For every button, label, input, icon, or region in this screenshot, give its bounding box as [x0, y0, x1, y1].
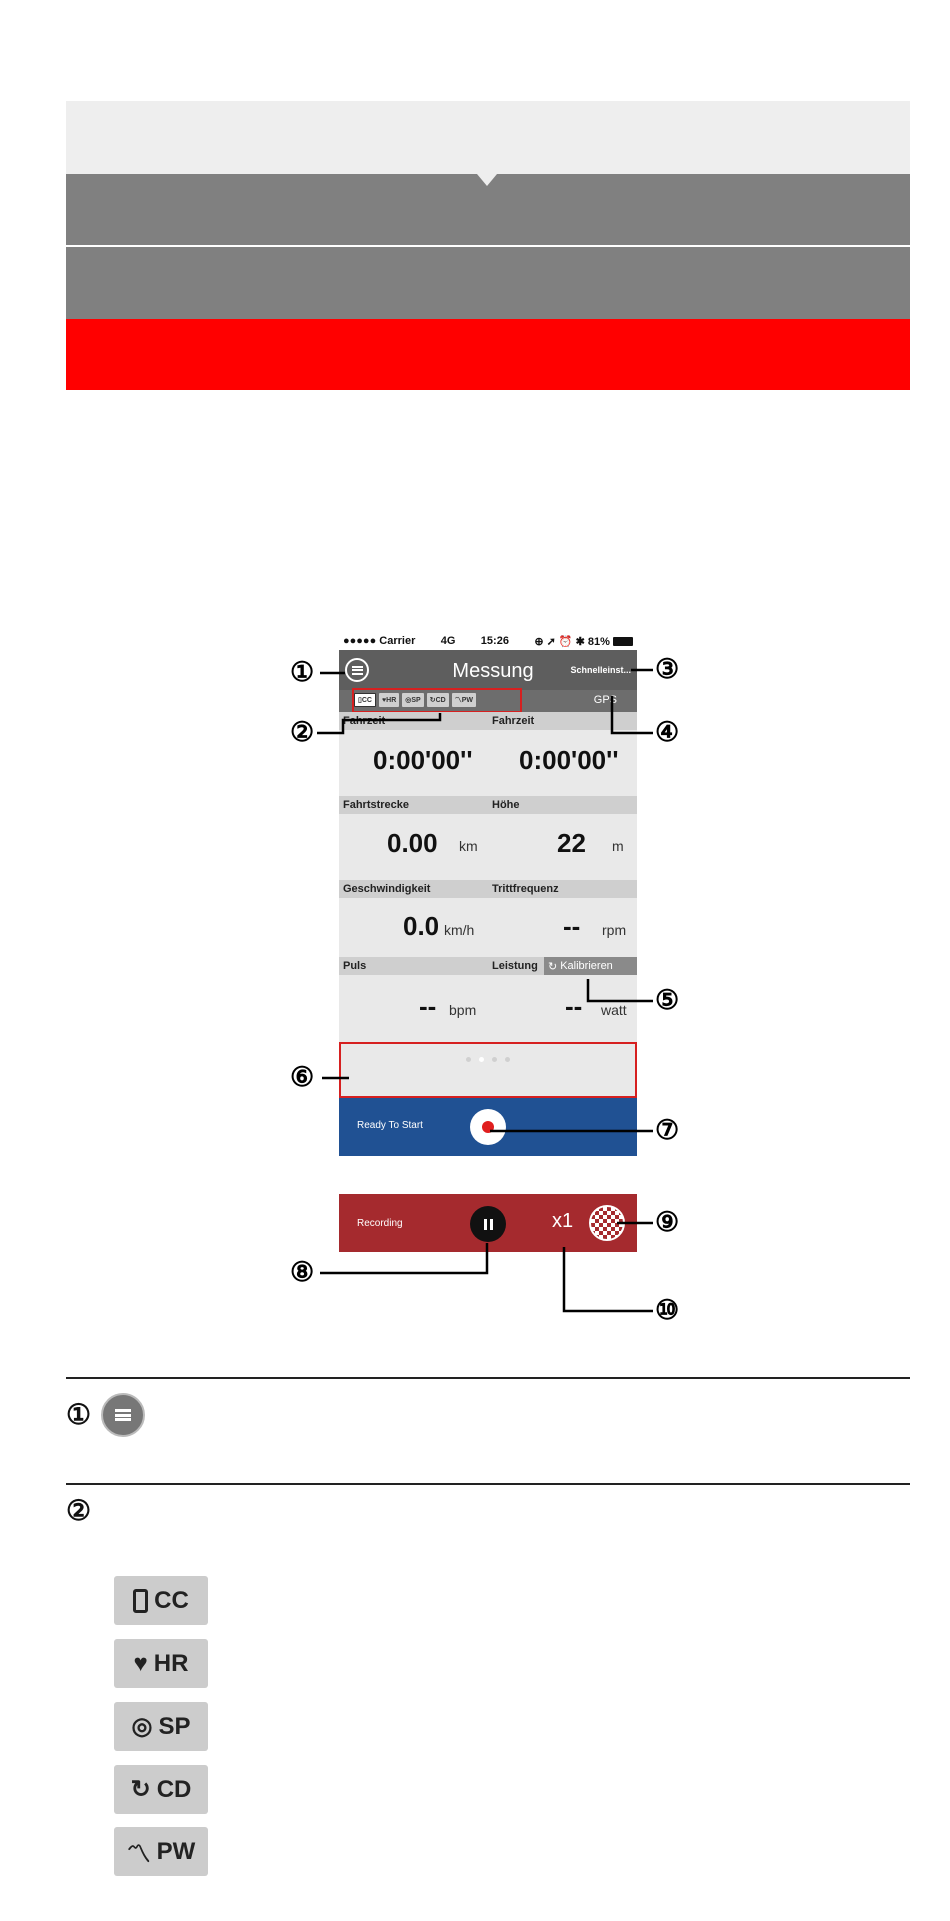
legend-badge-pw: 〽PW: [114, 1827, 208, 1876]
page-dot-active: [479, 1057, 484, 1062]
sensor-chip-cd: ↻ CD: [426, 693, 449, 707]
cell-label-ride-time-2: Fahrzeit: [488, 712, 637, 730]
carrier-label: ●●●●● Carrier: [343, 635, 416, 647]
legend-1-number: ①: [66, 1399, 92, 1430]
header-band-gray-2: [66, 247, 910, 319]
ready-label: Ready To Start: [357, 1120, 423, 1131]
legend-badge-hr: ♥HR: [114, 1639, 208, 1688]
menu-icon: [351, 665, 363, 675]
calibrate-button[interactable]: ↻Kalibrieren: [544, 957, 637, 975]
callout-1: ①: [290, 657, 315, 687]
callout-4: ④: [655, 717, 680, 747]
quick-settings-button[interactable]: Schnelleinst...: [570, 665, 631, 675]
pager-highlight-frame: [339, 1042, 637, 1098]
screen-title: Messung: [452, 660, 534, 682]
legend-2-number: ②: [66, 1495, 92, 1526]
callout-9: ⑨: [655, 1207, 680, 1237]
header-band-light: [66, 101, 910, 174]
altitude-unit: m: [612, 838, 624, 854]
lap-count: x1: [552, 1210, 574, 1232]
sensor-chip-pw: 〽 PW: [451, 693, 476, 707]
sensor-chip-sp: ◎ SP: [402, 693, 424, 707]
distance-unit: km: [459, 838, 478, 854]
callout-7: ⑦: [655, 1115, 680, 1145]
page-dot: [466, 1057, 471, 1062]
heart-rate-unit: bpm: [449, 1002, 477, 1018]
cell-label-distance: Fahrtstrecke: [339, 796, 488, 814]
callout-2: ②: [290, 717, 315, 747]
legend-badge-cc: CC: [114, 1576, 208, 1625]
cell-label-cadence: Trittfrequenz: [488, 880, 637, 898]
sensor-chip-cc: ▯ CC: [354, 693, 376, 707]
clock-label: 15:26: [480, 635, 509, 647]
cell-row-1: [339, 730, 637, 796]
battery-icon: [612, 637, 633, 647]
finish-flag-button[interactable]: [589, 1205, 625, 1241]
altitude-value: 22: [557, 828, 586, 858]
legend-badge-sp: ◎SP: [114, 1702, 208, 1751]
page-dot: [492, 1057, 497, 1062]
power-unit: watt: [601, 1002, 627, 1018]
power-value: --: [565, 991, 583, 1021]
cell-label-altitude: Höhe: [488, 796, 637, 814]
callout-6: ⑥: [290, 1062, 315, 1092]
recording-label: Recording: [357, 1218, 403, 1229]
callout-10: ⑩: [655, 1295, 680, 1325]
callout-8: ⑧: [290, 1257, 315, 1287]
cell-label-heart-rate: Puls: [339, 957, 488, 975]
speed-value: 0.0: [403, 911, 440, 941]
sensor-status-bar: ▯ CC ♥ HR ◎ SP ↻ CD 〽 PW GPS: [339, 690, 637, 712]
cadence-unit: rpm: [602, 922, 627, 938]
speed-unit: km/h: [444, 922, 475, 938]
ride-time-value-2: 0:00'00'': [519, 745, 619, 775]
recording-bar: Recording x1: [339, 1194, 637, 1252]
pause-button[interactable]: [470, 1206, 506, 1242]
ready-bar: Ready To Start: [339, 1098, 637, 1156]
record-button[interactable]: [470, 1109, 506, 1145]
header-band-red: [66, 319, 910, 390]
page-indicator-area[interactable]: [339, 1044, 637, 1098]
legend-badge-cd: ↻CD: [114, 1765, 208, 1814]
callout-5: ⑤: [655, 985, 680, 1015]
section-rule-1: [66, 1377, 910, 1379]
heart-icon: ♥: [133, 1649, 148, 1677]
heart-rate-value: --: [419, 991, 437, 1021]
status-indicators: ⊕ ➚ ⏰ ✱ 81%: [534, 635, 633, 648]
legend-menu-icon: [101, 1393, 145, 1437]
refresh-icon: ↻: [548, 960, 558, 973]
pause-icon: [483, 1218, 487, 1230]
distance-value: 0.00: [387, 828, 438, 858]
nav-bar: Messung Schnelleinst...: [339, 650, 637, 690]
speed-icon: ◎: [131, 1713, 153, 1740]
cadence-value: --: [563, 911, 581, 941]
status-bar: ●●●●● Carrier 4G 15:26 ⊕ ➚ ⏰ ✱ 81%: [339, 632, 637, 650]
section-rule-2: [66, 1483, 910, 1485]
callout-3: ③: [655, 654, 680, 684]
cell-row-2: [339, 814, 637, 880]
cadence-icon: ↻: [130, 1776, 151, 1803]
cell-row-3: [339, 898, 637, 957]
phone-icon: [133, 1588, 149, 1613]
sensor-chip-hr: ♥ HR: [378, 693, 400, 707]
power-icon: 〽: [126, 1841, 151, 1868]
page-dots: [466, 1057, 510, 1062]
page-dot: [505, 1057, 510, 1062]
ride-time-value: 0:00'00'': [373, 745, 473, 775]
network-label: 4G: [440, 635, 456, 647]
header-notch: [477, 174, 497, 186]
menu-button[interactable]: [345, 658, 369, 682]
cell-label-speed: Geschwindigkeit: [339, 880, 488, 898]
